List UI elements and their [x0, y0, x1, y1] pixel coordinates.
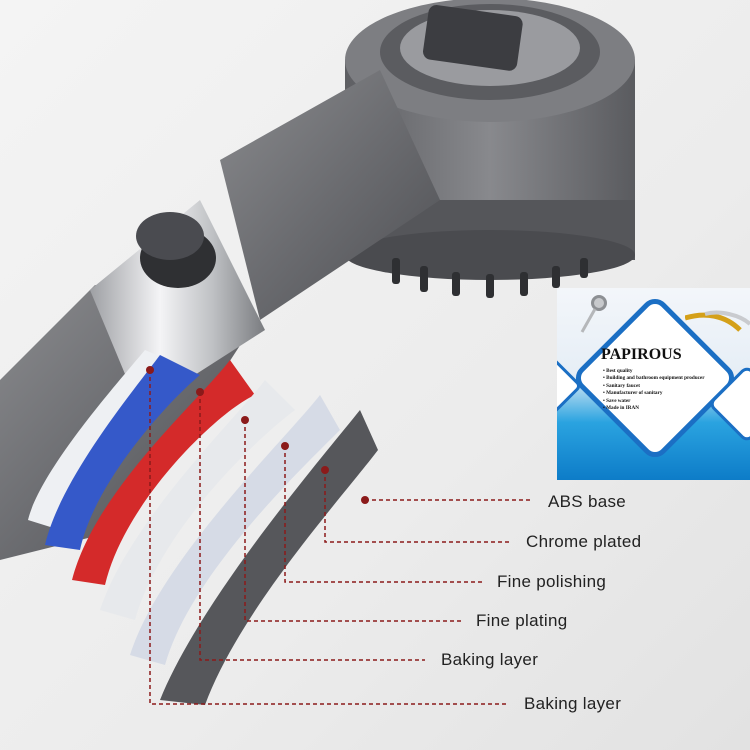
feature-item: Best quality — [603, 368, 705, 375]
papirous-ad-card: PAPIROUS Best quality Building and bathr… — [557, 288, 750, 480]
feature-item: Save water — [603, 398, 705, 405]
material-layers — [28, 350, 378, 705]
callout-dots — [146, 366, 369, 504]
feature-item: Manufacturer of sanitary — [603, 390, 705, 397]
label-baking-layer-outer: Baking layer — [524, 694, 622, 713]
hand-shower-icon — [580, 295, 607, 333]
label-abs-base: ABS base — [548, 492, 627, 511]
label-baking-layer: Baking layer — [441, 650, 539, 669]
brand-title: PAPIROUS — [601, 346, 682, 363]
feature-item: Sanitary faucet — [603, 383, 705, 390]
hose-icon — [685, 310, 750, 332]
label-chrome-plated: Chrome plated — [526, 532, 642, 551]
feature-list: Best quality Building and bathroom equip… — [595, 368, 705, 412]
feature-item: Building and bathroom equipment producer — [603, 375, 704, 382]
label-fine-polishing: Fine polishing — [497, 572, 607, 591]
callout-lines — [149, 370, 530, 705]
feature-item: Made in IRAN — [603, 405, 705, 412]
shower-head — [345, 0, 635, 298]
label-fine-plating: Fine plating — [476, 611, 568, 630]
